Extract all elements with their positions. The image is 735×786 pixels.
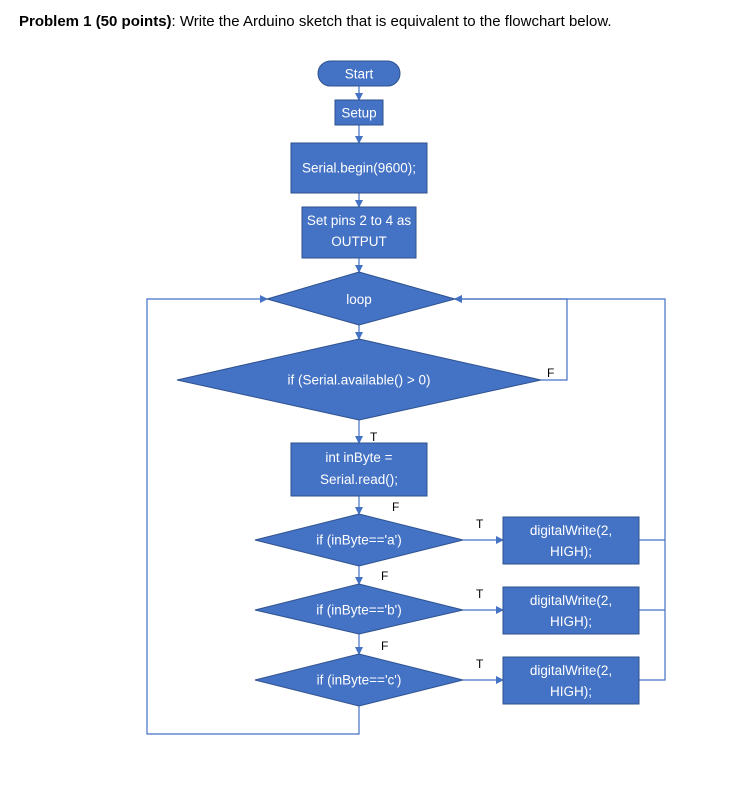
- write-c-label-line1: digitalWrite(2,: [530, 663, 612, 678]
- problem-heading-text: : Write the Arduino sketch that is equiv…: [171, 13, 612, 30]
- if-c-label: if (inByte=='c'): [317, 673, 402, 688]
- available-true-label: T: [370, 430, 378, 444]
- if-b-label: if (inByte=='b'): [316, 603, 401, 618]
- edge-writes-return-loop: [454, 295, 666, 541]
- inbyte-box: int inByte = Serial.read();: [290, 442, 428, 497]
- write-c-box: digitalWrite(2, HIGH);: [502, 656, 640, 705]
- if-a-diamond: if (inByte=='a'): [254, 513, 464, 567]
- start-terminal: Start: [317, 60, 401, 87]
- loop-label: loop: [346, 292, 372, 307]
- if-b-diamond: if (inByte=='b'): [254, 583, 464, 635]
- edge-writec-return: [639, 540, 666, 681]
- set-pins-label-line1: Set pins 2 to 4 as: [307, 213, 412, 228]
- setup-label: Setup: [341, 106, 376, 121]
- write-a-box: digitalWrite(2, HIGH);: [502, 516, 640, 565]
- write-c-label-line2: HIGH);: [550, 684, 592, 699]
- write-b-box: digitalWrite(2, HIGH);: [502, 586, 640, 635]
- if-c-diamond: if (inByte=='c'): [254, 653, 464, 707]
- serial-available-diamond: if (Serial.available() > 0): [176, 338, 542, 421]
- problem-heading-bold: Problem 1 (50 points): [19, 13, 172, 30]
- loop-diamond: loop: [265, 271, 457, 326]
- if-a-label: if (inByte=='a'): [316, 533, 401, 548]
- if-b-true-label: T: [476, 587, 484, 601]
- available-false-label: F: [547, 366, 554, 380]
- serial-begin-box: Serial.begin(9600);: [290, 142, 428, 194]
- write-a-label-line2: HIGH);: [550, 544, 592, 559]
- setup-box: Setup: [334, 99, 384, 126]
- if-a-true-label: T: [476, 517, 484, 531]
- inbyte-label-line1: int inByte =: [325, 450, 392, 465]
- start-label: Start: [345, 67, 374, 82]
- set-pins-box: Set pins 2 to 4 as OUTPUT: [301, 206, 417, 259]
- serial-available-label: if (Serial.available() > 0): [288, 373, 431, 388]
- if-c-true-label: T: [476, 657, 484, 671]
- set-pins-label-line2: OUTPUT: [331, 234, 387, 249]
- if-b-false-label: F: [381, 569, 388, 583]
- serial-begin-label: Serial.begin(9600);: [302, 161, 416, 176]
- problem-heading: Problem 1 (50 points): Write the Arduino…: [19, 13, 612, 30]
- edge-ifc-false-loop: [146, 295, 360, 735]
- if-a-false-label: F: [392, 500, 399, 514]
- write-b-label-line2: HIGH);: [550, 614, 592, 629]
- write-b-label-line1: digitalWrite(2,: [530, 593, 612, 608]
- if-c-false-label: F: [381, 639, 388, 653]
- write-a-label-line1: digitalWrite(2,: [530, 523, 612, 538]
- inbyte-label-line2: Serial.read();: [320, 472, 398, 487]
